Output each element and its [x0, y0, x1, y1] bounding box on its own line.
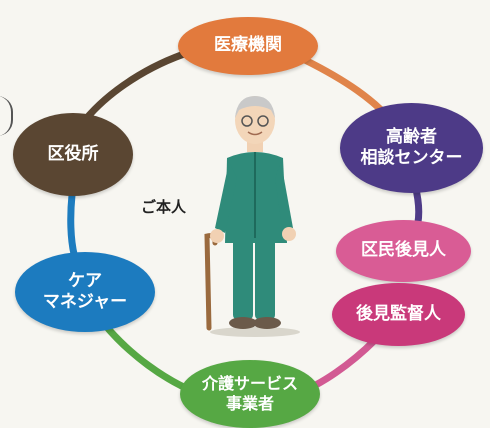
- node-kantoku: 後見監督人: [332, 283, 465, 346]
- node-kaigo: 介護サービス 事業者: [180, 360, 320, 428]
- person-smile: [247, 131, 263, 136]
- bracket-mark: [0, 96, 13, 136]
- node-kuyakusho-label: 区役所: [47, 143, 99, 164]
- person-right-hand: [282, 227, 296, 241]
- glasses-right-icon: [257, 115, 269, 127]
- person-shadow: [210, 327, 300, 337]
- node-kaigo-label-line1: 介護サービス: [201, 374, 298, 393]
- node-kuyakusho: 区役所: [13, 113, 133, 196]
- node-koureisha-label-line2: 相談センター: [360, 148, 463, 168]
- node-care-label-line2: マネジャー: [42, 292, 128, 312]
- node-kaigo-label-line2: 事業者: [225, 394, 274, 413]
- node-koureisha-label-line1: 高齢者: [386, 126, 437, 147]
- node-kuminkouken-label: 区民後見人: [361, 240, 446, 261]
- person-left-leg: [233, 238, 253, 320]
- person-right-arm: [275, 162, 293, 233]
- person-hair: [235, 96, 275, 118]
- ring-segment-care-kuyakusho: [67, 191, 79, 262]
- ring-segment-kuyakusho-iryou: [81, 48, 194, 124]
- ring-segment-kaigo-care: [101, 321, 199, 396]
- node-iryou: 医療機関: [178, 17, 318, 75]
- walking-cane: [204, 233, 218, 331]
- person-right-shoe: [253, 317, 281, 329]
- node-care: ケア マネジャー: [15, 252, 155, 332]
- node-koureisha: 高齢者 相談センター: [340, 103, 483, 193]
- person-right-leg: [255, 238, 275, 320]
- node-kantoku-label: 後見監督人: [356, 303, 441, 324]
- elderly-person-illustration: [204, 96, 300, 337]
- person-left-shoe: [229, 317, 257, 329]
- node-iryou-label: 医療機関: [214, 35, 282, 56]
- center-person-label: ご本人: [141, 198, 187, 216]
- node-care-label-line1: ケア: [68, 270, 102, 291]
- glasses-left-icon: [241, 115, 253, 127]
- person-left-arm: [215, 162, 237, 233]
- person-left-hand: [210, 229, 224, 243]
- person-head: [235, 96, 275, 144]
- node-kuminkouken: 区民後見人: [336, 220, 471, 282]
